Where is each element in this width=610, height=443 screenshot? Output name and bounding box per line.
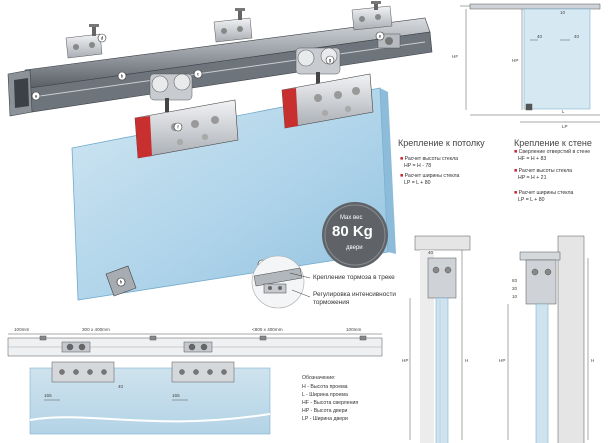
ceiling-formula-2: LP = L + 80 [404,180,431,186]
callout-label: d [101,36,104,41]
top-right-schematic [460,3,601,123]
dim-label: 20 [512,286,518,291]
dim-label: 83 [512,278,518,283]
callout-label: c [197,72,200,77]
legend-item: LP - Ширина двери [302,416,348,422]
dim-label: 40 [428,250,434,255]
dim-label: 165 [172,393,180,398]
bottom-rail-drawing [7,333,383,435]
callout-label: g [329,58,332,63]
dim-label: 40 [574,34,580,39]
badge-bottom-text: двери [346,245,363,251]
ceiling-item-2: ■ Расчет ширины стекла [400,173,460,179]
brake-adjust-label-2: торможения [313,299,350,306]
brake-mount-label: Крепление тормоза в треке [313,274,395,281]
max-weight-badge [322,202,388,268]
brake-adjust-label-1: Регулировка интенсивности [313,291,396,298]
ceiling-section [409,235,471,443]
wall-formula-3: LP = L + 80 [518,197,545,203]
wall-item-1: ■ Сверление отверстий в стене [514,149,591,155]
dim-label: H [591,358,594,363]
dim-label: 40 [537,34,543,39]
top-right-dims: HF HP 40 40 10 L LP [452,10,580,129]
legend-item: HP - Высота двери [302,408,348,414]
wall-formula-2: HP = H + 21 [518,175,547,181]
dim-label: 10 [560,10,566,15]
legend-item: HF - Высота сверления [302,400,359,406]
callouts: a b c d e f g h i [31,31,385,287]
badge-top-text: Max вес [340,215,363,221]
dim-label: 300 x 400mm [82,327,110,332]
callout-label: e [379,34,382,39]
callout-label: f [177,125,179,130]
dim-label: 10 [512,294,518,299]
dim-label: LP [562,124,568,129]
wall-item-2: ■ Расчет высоты стекла [514,168,573,174]
wall-formula-1: HF = H + 83 [518,156,547,162]
wall-item-3: ■ Расчет ширины стекла [514,190,574,196]
wall-section [507,235,589,443]
dim-label: HP [402,358,408,363]
dim-label: HF [452,54,458,59]
legend-item: H - Высота проема [302,384,348,390]
dim-label: L [562,109,565,114]
dim-label: <800 x 400mm [252,327,283,332]
legend-item: L - Ширина проема [302,392,348,398]
wall-title: Крепление к стене [514,138,592,148]
bottom-dims: 100mm 300 x 400mm <800 x 400mm 100mm 165… [14,327,361,398]
bracket-2 [213,8,253,43]
dim-label: H [465,358,468,363]
dim-label: 100mm [346,327,361,332]
ceiling-item-1: ■ Расчет высоты стекла [400,156,459,162]
bracket-1 [65,24,103,59]
callout-label: a [35,94,38,99]
section-dims: HP H 40 10 20 83 HP H [402,250,594,363]
brake-detail [251,255,311,309]
dim-label: HP [499,358,505,363]
badge-value: 80 Kg [332,223,373,240]
dim-label: 40 [118,384,124,389]
callout-label: b [121,74,124,79]
dim-label: 165 [44,393,52,398]
callout-label: h [120,280,123,285]
ceiling-title: Крепление к потолку [398,138,485,148]
legend-title: Обозначение: [302,375,336,381]
carriage-left [134,73,239,159]
bracket-3 [351,1,393,31]
carriage-right [281,47,374,129]
ceiling-formula-1: HP = H - 78 [404,163,432,169]
dim-label: 100mm [14,327,29,332]
dim-label: HP [512,58,518,63]
